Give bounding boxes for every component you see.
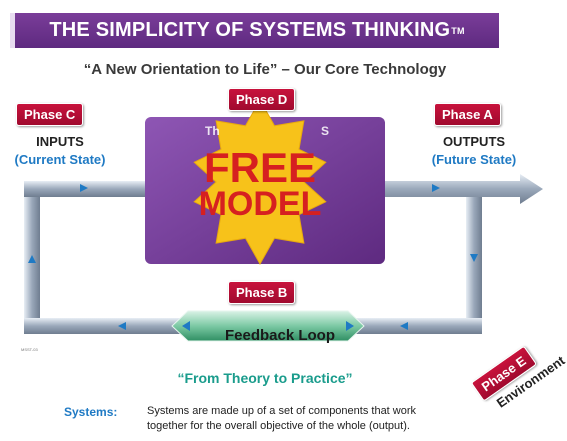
pipe-bottom-left — [24, 318, 184, 334]
free-model-burst — [193, 98, 327, 266]
definition-term: Systems: — [64, 405, 118, 419]
flow-arrow-bottom-left-icon — [118, 322, 126, 330]
inputs-state: (Current State) — [14, 152, 106, 167]
flow-arrow-right-down-icon — [470, 254, 478, 262]
feedback-loop-label: Feedback Loop — [224, 327, 336, 344]
burst-free-label: FREE — [203, 144, 316, 191]
phase-d-badge: Phase D — [228, 88, 296, 111]
outputs-label: OUTPUTS — [442, 134, 506, 149]
outputs-state: (Future State) — [431, 152, 517, 167]
phase-b-badge: Phase B — [228, 281, 296, 304]
definition-text: Systems are made up of a set of componen… — [147, 405, 417, 432]
subtitle: “A New Orientation to Life” – Our Core T… — [83, 61, 447, 78]
burst-text: FREE MODEL — [175, 144, 345, 223]
feedback-arrow-left-icon — [182, 321, 190, 331]
pipe-bottom-right — [350, 318, 482, 334]
burst-model-label: MODEL — [198, 184, 322, 223]
flow-arrow-top-icon — [80, 184, 88, 192]
feedback-loop-box — [171, 310, 365, 342]
feedback-arrow-right-icon — [346, 321, 354, 331]
theory-to-practice: “From Theory to Practice” — [177, 370, 353, 386]
pipe-output-arrow — [385, 174, 543, 204]
phase-a-badge: Phase A — [434, 103, 501, 126]
system-box-text-right: S — [321, 124, 330, 138]
trademark: TM — [451, 25, 465, 36]
title-text: THE SIMPLICITY OF SYSTEMS THINKING — [49, 19, 451, 41]
flow-arrow-bottom-right-icon — [400, 322, 408, 330]
pipe-top-left — [24, 181, 149, 197]
model-code: MSST-03 — [21, 347, 38, 352]
system-box-text-left: Th — [205, 124, 220, 138]
inputs-label: INPUTS — [36, 134, 84, 149]
phase-c-badge: Phase C — [16, 103, 84, 126]
flow-arrow-output-icon — [432, 184, 440, 192]
flow-arrow-left-up-icon — [28, 255, 36, 263]
